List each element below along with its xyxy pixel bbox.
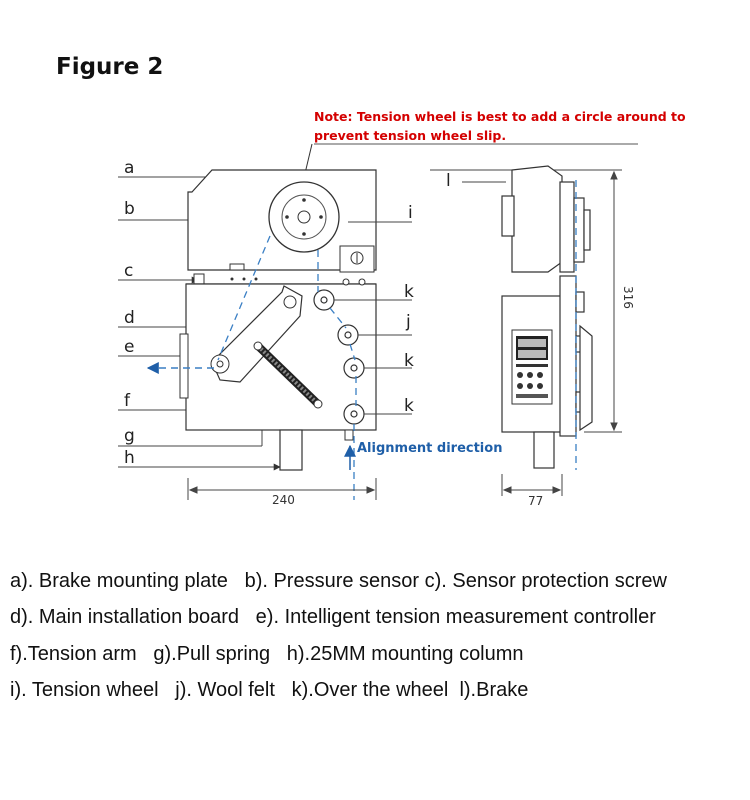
label-i: i — [408, 203, 413, 223]
tension-wheel — [268, 181, 340, 253]
label-g: g — [124, 426, 135, 446]
label-k-3: k — [404, 396, 414, 416]
label-l: l — [446, 171, 451, 191]
label-k-1: k — [404, 282, 414, 302]
label-b: b — [124, 199, 135, 219]
depth-dimension: 77 — [528, 494, 543, 508]
note-line-1: Note: Tension wheel is best to add a cir… — [314, 109, 686, 124]
label-a: a — [124, 158, 134, 178]
label-j: j — [405, 312, 411, 332]
width-dimension: 240 — [272, 493, 295, 507]
figure-title: Figure 2 — [56, 54, 164, 80]
brake-side-view — [501, 165, 591, 273]
pressure-sensor — [229, 263, 245, 271]
tension-device-diagram: Note: Tension wheel is best to add a cir… — [118, 109, 686, 508]
pull-spring — [253, 341, 323, 409]
label-d: d — [124, 308, 135, 328]
caption-line-1: a). Brake mounting plate b). Pressure se… — [10, 570, 667, 592]
height-dimension: 316 — [621, 286, 635, 309]
mounting-column — [279, 429, 303, 471]
caption-line-2: d). Main installation board e). Intellig… — [10, 606, 656, 628]
alignment-direction-label: Alignment direction — [357, 441, 502, 456]
label-e: e — [124, 337, 134, 357]
label-k-2: k — [404, 351, 414, 371]
label-h: h — [124, 448, 135, 468]
caption-line-3: f).Tension arm g).Pull spring h).25MM mo… — [10, 643, 524, 665]
label-c: c — [124, 261, 133, 281]
over-the-wheel-rollers — [313, 289, 365, 425]
caption-line-4: i). Tension wheel j). Wool felt k).Over … — [10, 679, 529, 701]
label-f: f — [124, 391, 131, 411]
note-line-2: prevent tension wheel slip. — [314, 128, 506, 143]
sensor-protection-screw — [193, 273, 205, 285]
tension-arm — [211, 285, 303, 383]
controller-panel — [511, 329, 553, 405]
wool-felt — [337, 324, 359, 346]
